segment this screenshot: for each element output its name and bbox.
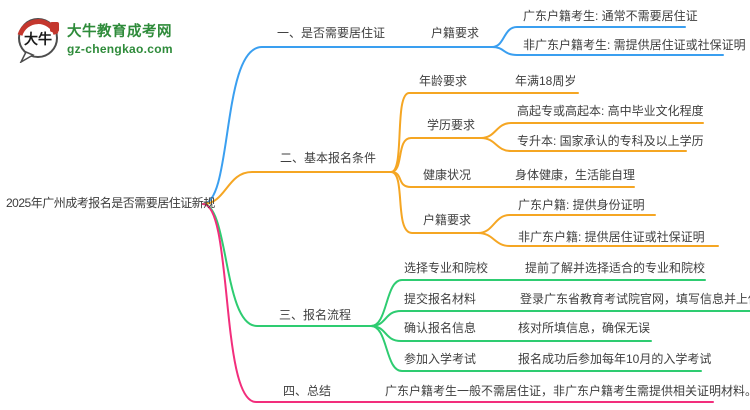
branch3-step3: 确认报名信息 <box>404 321 477 335</box>
branch2-edu-connector <box>390 137 482 173</box>
branch2-sub-health: 健康状况 <box>423 168 472 182</box>
branch3-step3-leaf: 核对所填信息，确保无误 <box>518 321 651 335</box>
branch1-leaf2: 非广东户籍考生: 需提供居住证或社保证明 <box>523 38 746 52</box>
branch4-leaf: 广东户籍考生一般不需居住证，非广东户籍考生需提供相关证明材料。 <box>385 384 750 398</box>
branch1-leaf1: 广东户籍考生: 通常不需要居住证 <box>523 9 698 23</box>
branch4-connector <box>202 203 714 403</box>
branch2-edu-leaf2-connector <box>480 137 687 152</box>
branch1-label: 一、是否需要居住证 <box>277 26 386 40</box>
branch3-step4-connector <box>370 325 702 372</box>
branch2-hukou-leaf2-connector <box>477 232 719 247</box>
logo-title: 大牛教育成考网 <box>67 24 172 40</box>
branch3-step1-leaf: 提前了解并选择适合的专业和院校 <box>525 261 706 275</box>
branch3-label: 三、报名流程 <box>279 308 352 322</box>
branch2-health-leaf: 身体健康，生活能自理 <box>515 168 636 182</box>
site-logo: 大牛 大牛教育成考网 gz-chengkao.com <box>15 13 173 63</box>
branch2-sub-age: 年龄要求 <box>419 74 468 88</box>
branch2-sub-edu: 学历要求 <box>427 118 476 132</box>
bull-logo-icon: 大牛 <box>17 18 59 63</box>
branch3-step4-leaf: 报名成功后参加每年10月的入学考试 <box>518 352 712 366</box>
branch1-leaf1-connector <box>491 26 686 48</box>
branch2-hukou-connector <box>390 171 479 234</box>
branch2-edu-leaf1: 高起专或高起本: 高中毕业文化程度 <box>517 104 704 118</box>
branch2-hukou-leaf2: 非广东户籍: 提供居住证或社保证明 <box>518 230 705 244</box>
branch2-age-connector <box>390 92 579 173</box>
branch3-step4: 参加入学考试 <box>404 352 477 366</box>
branch2-hukou-leaf1-connector <box>477 214 656 234</box>
branch2-sub-hukou: 户籍要求 <box>423 213 472 227</box>
logo-icon-text: 大牛 <box>24 31 52 47</box>
branch3-step2-leaf: 登录广东省教育考试院官网，填写信息并上传证件 <box>520 292 750 306</box>
root-node: 2025年广州成考报名是否需要居住证新规 <box>6 196 215 210</box>
logo-domain: gz-chengkao.com <box>67 42 173 56</box>
branch2-edu-leaf2: 专升本: 国家承认的专科及以上学历 <box>517 134 704 148</box>
branch1-connector <box>202 46 493 205</box>
branch3-step2: 提交报名材料 <box>404 292 477 306</box>
branch2-hukou-leaf1: 广东户籍: 提供身份证明 <box>518 198 645 212</box>
branch4-label: 四、总结 <box>283 384 332 398</box>
branch3-step1: 选择专业和院校 <box>404 261 489 275</box>
branch2-age-leaf: 年满18周岁 <box>515 74 577 88</box>
branch1-sub-hukou: 户籍要求 <box>431 26 480 40</box>
branch1-leaf2-connector <box>491 46 724 56</box>
branch2-label: 二、基本报名条件 <box>280 151 377 165</box>
branch2-connector <box>202 171 392 205</box>
